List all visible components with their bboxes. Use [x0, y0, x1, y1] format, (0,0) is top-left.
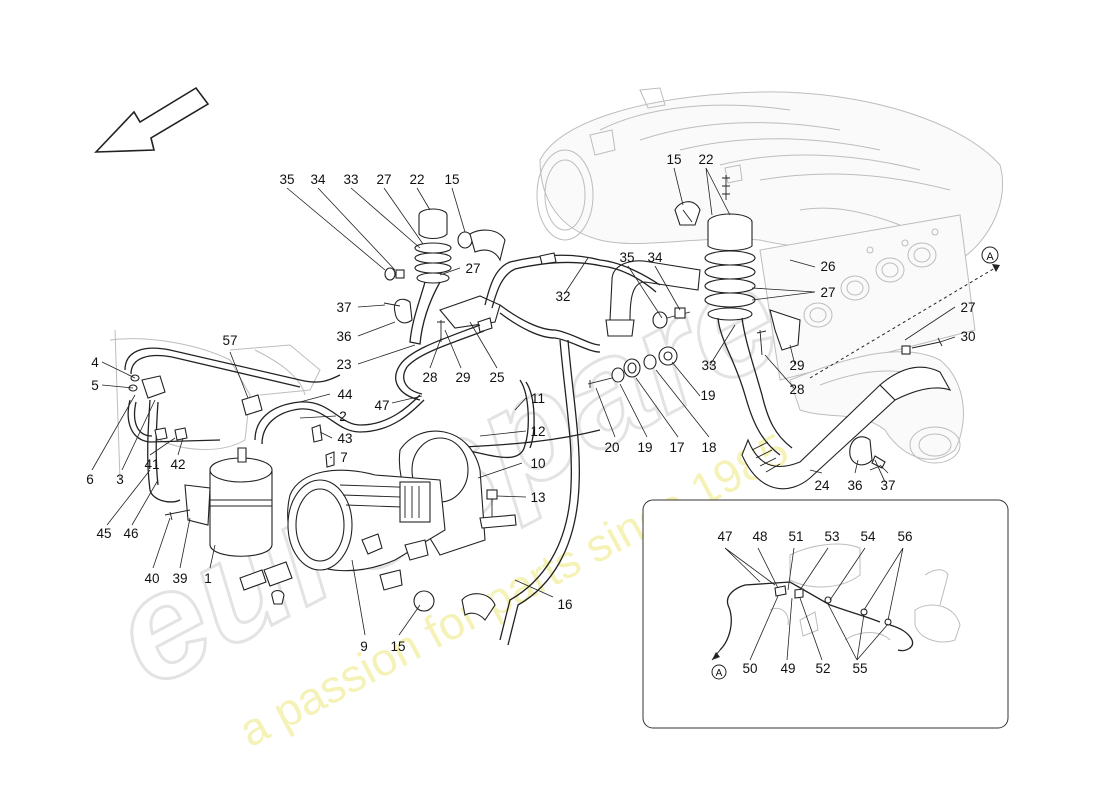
callout-43: 43	[337, 431, 352, 446]
callout-41: 41	[144, 457, 159, 472]
callout-5: 5	[91, 378, 99, 393]
callout-2: 2	[339, 409, 347, 424]
callout-24: 24	[814, 478, 830, 493]
callout-27-b: 27	[465, 261, 480, 276]
callout-20: 20	[604, 440, 619, 455]
callout-36-a: 36	[336, 329, 351, 344]
callout-19-b: 19	[637, 440, 652, 455]
callout-40: 40	[144, 571, 159, 586]
callout-28-b: 28	[789, 382, 804, 397]
callout-55: 55	[852, 661, 867, 676]
callout-54: 54	[860, 529, 876, 544]
callout-15-a: 15	[444, 172, 459, 187]
cylinder-head	[759, 214, 976, 381]
callout-11: 11	[531, 391, 545, 406]
callout-29-b: 29	[789, 358, 804, 373]
callout-13: 13	[530, 490, 545, 505]
callout-22-a: 22	[409, 172, 424, 187]
callout-6: 6	[86, 472, 94, 487]
callout-37-b: 37	[880, 478, 895, 493]
callout-27-a: 27	[376, 172, 391, 187]
callout-44: 44	[337, 387, 353, 402]
hoses	[124, 252, 661, 646]
air-valve-left	[383, 208, 506, 345]
callout-7: 7	[340, 450, 348, 465]
callout-labels: 35 34 33 27 22 15 27 37 36 23 28 29 25 3…	[86, 152, 975, 676]
ref-a-top: A	[986, 251, 994, 263]
callout-23: 23	[336, 357, 351, 372]
callout-27-c: 27	[820, 285, 835, 300]
callout-30: 30	[960, 329, 975, 344]
callout-35-b: 35	[619, 250, 634, 265]
callout-10: 10	[530, 456, 545, 471]
leader-lines	[91, 167, 956, 661]
callout-22-b: 22	[698, 152, 713, 167]
callout-56: 56	[897, 529, 912, 544]
callout-33-b: 33	[701, 358, 716, 373]
body-bracket	[109, 329, 321, 481]
callout-4: 4	[91, 355, 99, 370]
callout-34-b: 34	[647, 250, 663, 265]
callout-3: 3	[116, 472, 124, 487]
callout-1: 1	[204, 571, 212, 586]
callout-33-a: 33	[343, 172, 358, 187]
callout-16: 16	[557, 597, 572, 612]
callout-17: 17	[669, 440, 684, 455]
callout-27-d: 27	[960, 300, 975, 315]
callout-47-b: 47	[717, 529, 732, 544]
air-pump	[239, 424, 517, 621]
vacuum-canister	[128, 374, 273, 557]
callout-52: 52	[815, 661, 830, 676]
air-valve-right	[587, 175, 952, 490]
intake-manifold	[536, 87, 1004, 271]
callout-12: 12	[530, 424, 545, 439]
callout-9: 9	[360, 639, 368, 654]
callout-26: 26	[820, 259, 835, 274]
callout-35-a: 35	[279, 172, 294, 187]
callout-50: 50	[742, 661, 757, 676]
callout-49: 49	[780, 661, 795, 676]
ref-a-inset: A	[716, 668, 723, 679]
callout-25: 25	[489, 370, 504, 385]
reference-line-a: A	[809, 246, 1001, 379]
callout-51: 51	[788, 529, 803, 544]
callout-15-b: 15	[666, 152, 681, 167]
callout-42: 42	[170, 457, 185, 472]
callout-53: 53	[824, 529, 839, 544]
callout-32: 32	[555, 289, 570, 304]
callout-48: 48	[752, 529, 767, 544]
callout-19-a: 19	[700, 388, 715, 403]
direction-arrow-icon	[94, 86, 210, 153]
callout-39: 39	[172, 571, 187, 586]
callout-36-b: 36	[847, 478, 862, 493]
callout-45: 45	[96, 526, 111, 541]
callout-47-a: 47	[374, 398, 389, 413]
callout-18: 18	[701, 440, 716, 455]
callout-34-a: 34	[310, 172, 326, 187]
callout-15-c: 15	[390, 639, 405, 654]
callout-57: 57	[222, 333, 237, 348]
callout-46: 46	[123, 526, 138, 541]
callout-29-a: 29	[455, 370, 470, 385]
callout-28-a: 28	[422, 370, 437, 385]
callout-37-a: 37	[336, 300, 351, 315]
